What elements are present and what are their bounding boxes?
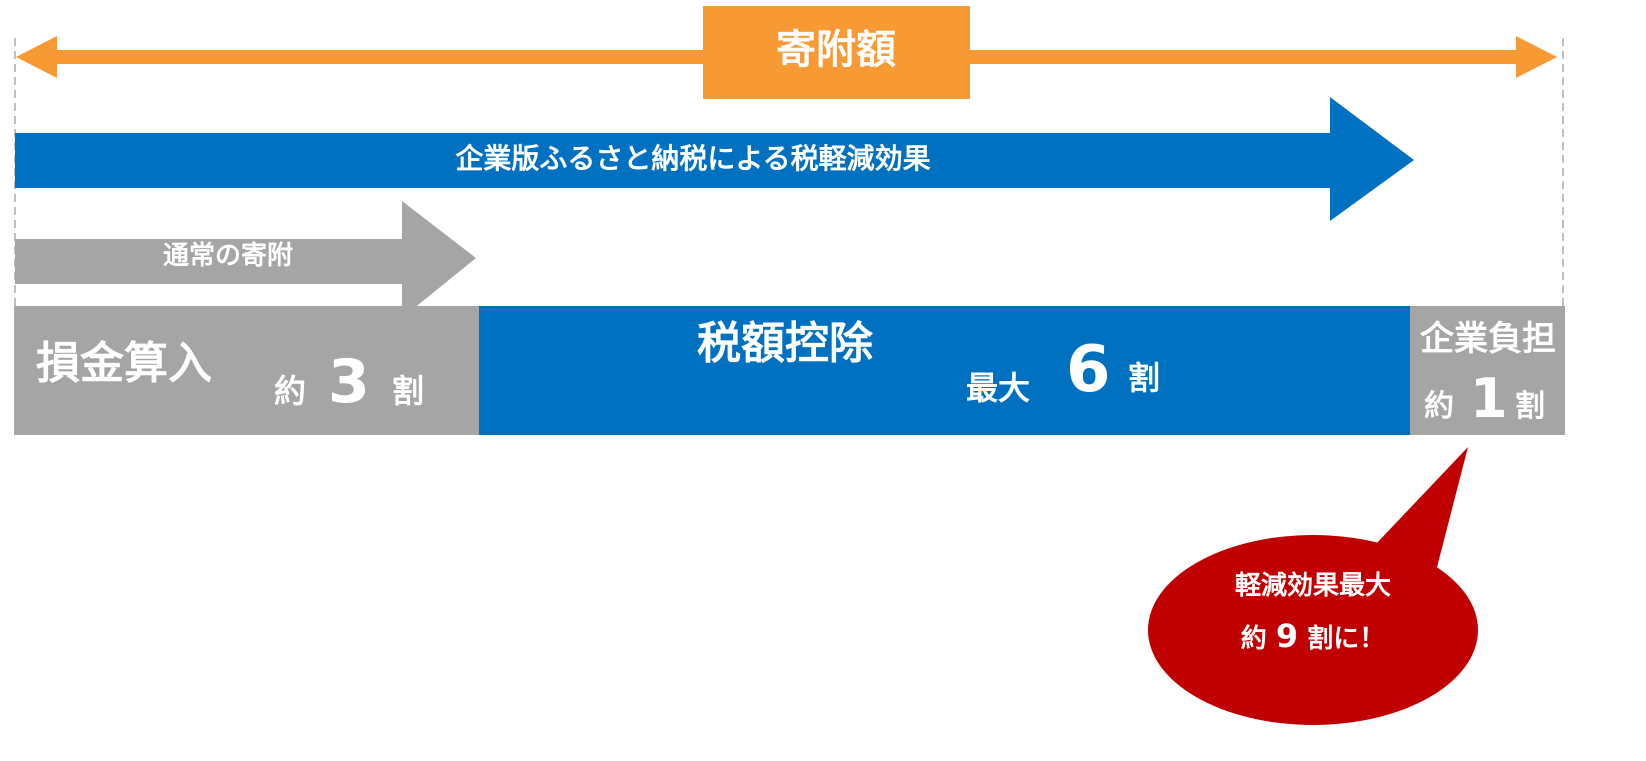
furusato-arrow (15, 97, 1414, 221)
callout-bubble (1148, 447, 1478, 725)
normal-donation-arrow (15, 201, 476, 318)
burden-segment (1410, 306, 1565, 435)
donation-amount-box (703, 6, 970, 99)
deduction-value: 3 (328, 347, 370, 417)
deduction-prefix: 約 (274, 372, 307, 410)
deduction-label: 損金算入 (36, 338, 212, 389)
burden-unit: 割 (1515, 389, 1545, 424)
callout-line2: 約 9 割に！ (1241, 620, 1385, 652)
tax-credit-value: 6 (1066, 333, 1111, 407)
callout-value: 9 (1275, 617, 1299, 655)
furusato-arrow-label: 企業版ふるさと納税による税軽減効果 (455, 142, 931, 175)
callout-suffix: 割に！ (1307, 624, 1386, 654)
donation-amount-label: 寄附額 (776, 27, 896, 73)
burden-label: 企業負担 (1420, 319, 1556, 359)
tax-credit-unit: 割 (1128, 359, 1161, 397)
burden-prefix: 約 (1424, 389, 1454, 424)
tax-credit-segment (479, 306, 1410, 435)
callout-line1: 軽減効果最大 (1234, 571, 1392, 601)
tax-credit-label: 税額控除 (697, 318, 873, 369)
callout-prefix: 約 (1240, 624, 1267, 654)
normal-donation-label: 通常の寄附 (162, 241, 294, 271)
tax-credit-prefix: 最大 (966, 369, 1031, 407)
deduction-unit: 割 (392, 372, 425, 410)
deduction-segment (14, 306, 479, 435)
burden-value: 1 (1470, 367, 1508, 430)
